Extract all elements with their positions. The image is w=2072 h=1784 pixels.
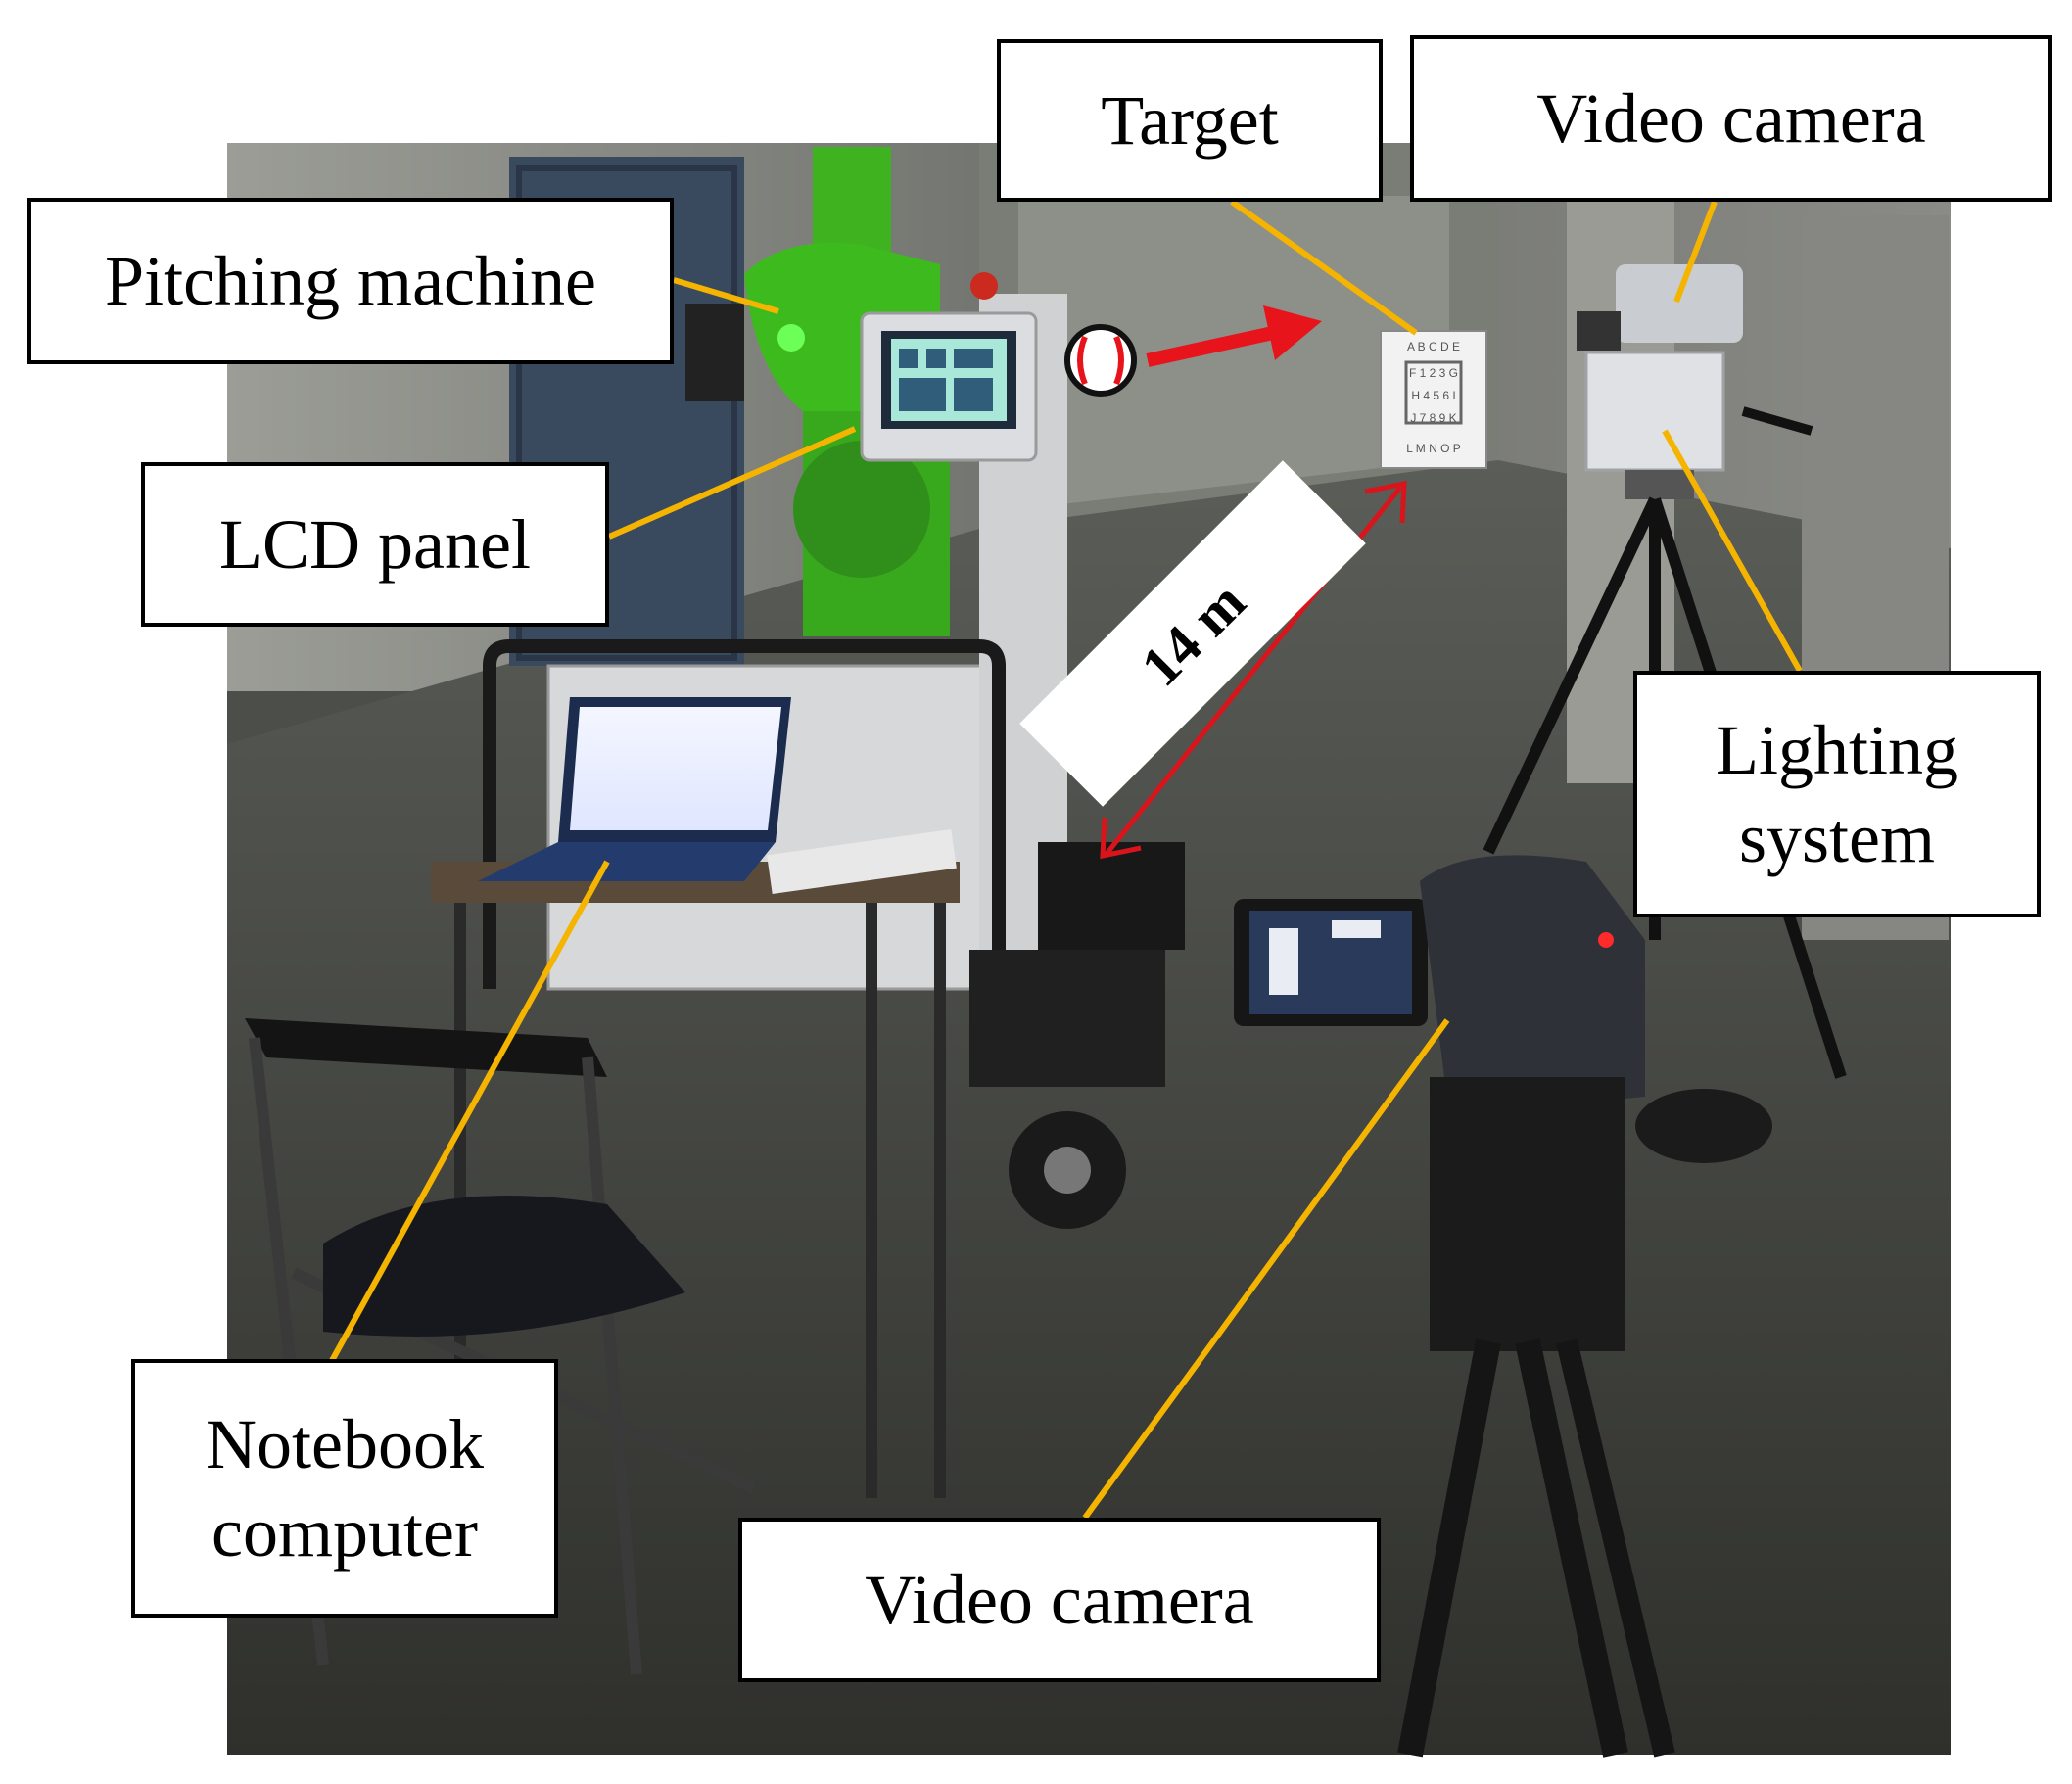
leader-target (1230, 199, 1418, 336)
leader-video-camera-bottom (1082, 1018, 1450, 1520)
leader-lighting-system (1662, 429, 1803, 673)
label-notebook-computer: Notebook computer (131, 1359, 558, 1618)
leader-pitching-machine (673, 277, 779, 314)
camera-lighting-rig (1483, 264, 1847, 1079)
label-video-camera-bottom-text: Video camera (865, 1561, 1254, 1639)
trolley (431, 639, 1185, 1498)
notebook-computer (478, 697, 957, 895)
target-row-3: H 4 5 6 I (1411, 389, 1455, 402)
leader-lines (326, 199, 1803, 1520)
trajectory-arrow-head (1263, 305, 1322, 360)
target-board: A B C D E F 1 2 3 G H 4 5 6 I J 7 8 9 K … (1380, 330, 1487, 469)
distance-label-box (1019, 460, 1366, 807)
label-video-camera-bottom: Video camera (738, 1518, 1381, 1682)
target-row-5: L M N O P (1406, 442, 1461, 455)
foreground-video-camera (1234, 855, 1772, 1758)
lcd-panel (860, 311, 1038, 462)
leader-lcd-panel (607, 426, 857, 540)
label-video-camera-top-text: Video camera (1536, 79, 1926, 158)
label-lighting-system: Lighting system (1633, 671, 2041, 917)
trajectory-arrow-shaft (1146, 326, 1275, 367)
target-row-1: A B C D E (1407, 340, 1460, 353)
label-lcd-panel: LCD panel (141, 462, 609, 627)
target-row-4: J 7 8 9 K (1410, 411, 1456, 425)
label-pitching-machine: Pitching machine (27, 198, 674, 364)
leader-notebook-computer (326, 860, 610, 1368)
label-video-camera-top: Video camera (1410, 35, 2052, 202)
label-target-text: Target (1101, 81, 1279, 160)
label-target: Target (997, 39, 1383, 202)
label-pitching-machine-text: Pitching machine (105, 242, 596, 320)
target-row-2: F 1 2 3 G (1409, 366, 1458, 380)
ball-trajectory (1064, 305, 1322, 397)
label-lcd-panel-text: LCD panel (219, 505, 531, 584)
label-lighting-system-text: Lighting system (1716, 711, 1958, 877)
leader-video-camera-top (1673, 200, 1718, 304)
label-notebook-computer-text: Notebook computer (206, 1405, 484, 1572)
